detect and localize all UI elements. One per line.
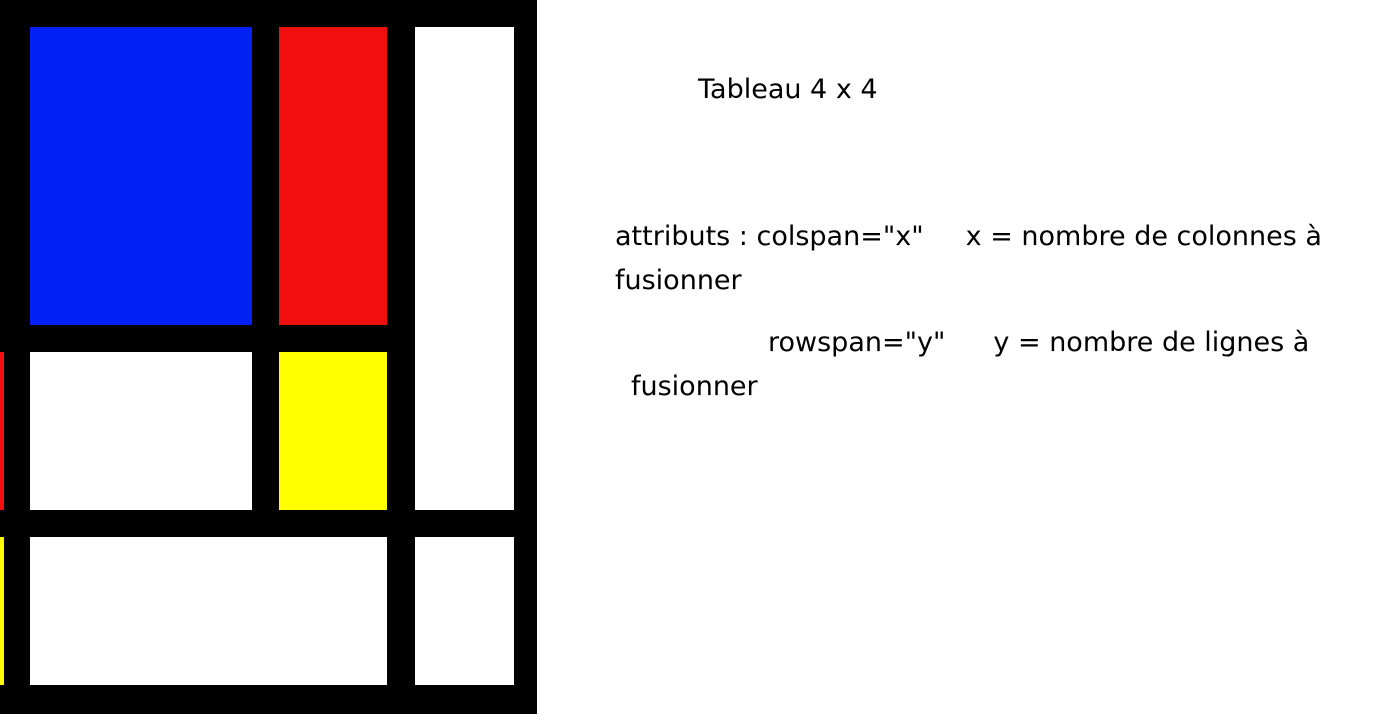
diagram-title: Tableau 4 x 4 — [698, 74, 878, 105]
rowspan-description-wrap: fusionner — [631, 371, 758, 402]
colspan-description-wrap: fusionner — [615, 265, 742, 296]
rowspan-attribute: rowspan="y" — [768, 327, 946, 358]
cell-red — [279, 27, 387, 325]
cell-white-tall-right — [415, 27, 514, 510]
colspan-attribute: attributs : colspan="x" — [615, 221, 924, 252]
mondrian-grid — [0, 0, 537, 714]
cell-white-bottom-right — [415, 537, 514, 685]
left-sliver-yellow — [0, 537, 4, 685]
cell-blue — [30, 27, 252, 325]
colspan-description: x = nombre de colonnes à — [965, 221, 1322, 252]
cell-white-wide-bottom — [30, 537, 387, 685]
cell-yellow — [279, 352, 387, 510]
rowspan-description: y = nombre de lignes à — [993, 327, 1310, 358]
cell-white-middle — [30, 352, 252, 510]
rowspan-line: rowspan="y" y = nombre de lignes à — [768, 327, 1309, 359]
colspan-line: attributs : colspan="x" x = nombre de col… — [615, 221, 1322, 253]
left-sliver-red — [0, 352, 4, 510]
